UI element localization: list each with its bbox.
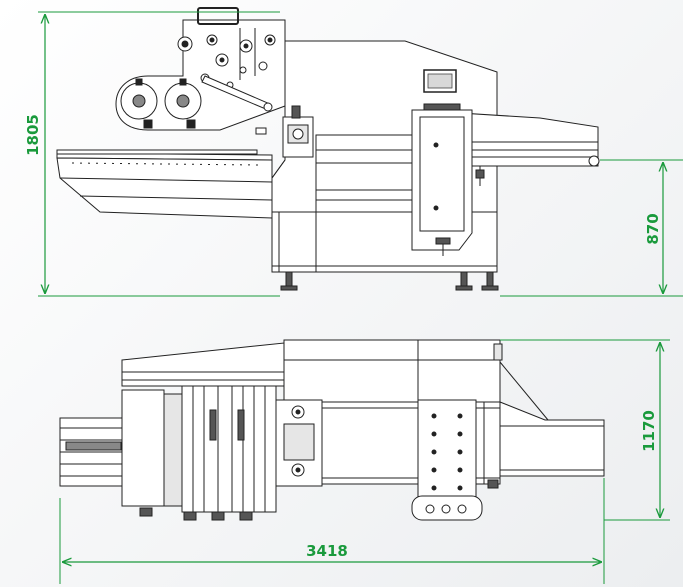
plan-feet	[139, 507, 253, 521]
infeed-chain-conveyor	[59, 417, 126, 487]
sealing-unit-top	[275, 399, 323, 487]
top-plan-view	[59, 339, 605, 521]
infeed-conveyor	[56, 149, 273, 219]
dim-label-1805: 1805	[24, 114, 42, 156]
sealing-head	[255, 105, 314, 158]
control-cabinet-top	[411, 399, 483, 521]
dimension-overall-width: 1170	[500, 339, 670, 521]
dimension-overall-length: 3418	[59, 478, 605, 584]
machine-feet	[280, 271, 499, 291]
side-elevation-view	[56, 7, 600, 291]
film-reel-top	[121, 389, 165, 507]
carry-handle	[197, 7, 239, 25]
film-reel-spindles	[120, 78, 202, 129]
forming-box-plates	[181, 385, 277, 513]
control-cabinet	[411, 103, 473, 256]
dimension-overall-height: 1805	[24, 11, 280, 297]
main-body-top	[283, 339, 501, 403]
dimension-conveyor-height: 870	[500, 159, 683, 297]
dim-label-3418: 3418	[306, 542, 348, 560]
dim-label-1170: 1170	[640, 410, 658, 452]
outfeed-conveyor-top	[499, 401, 605, 477]
dim-label-870: 870	[644, 213, 662, 244]
